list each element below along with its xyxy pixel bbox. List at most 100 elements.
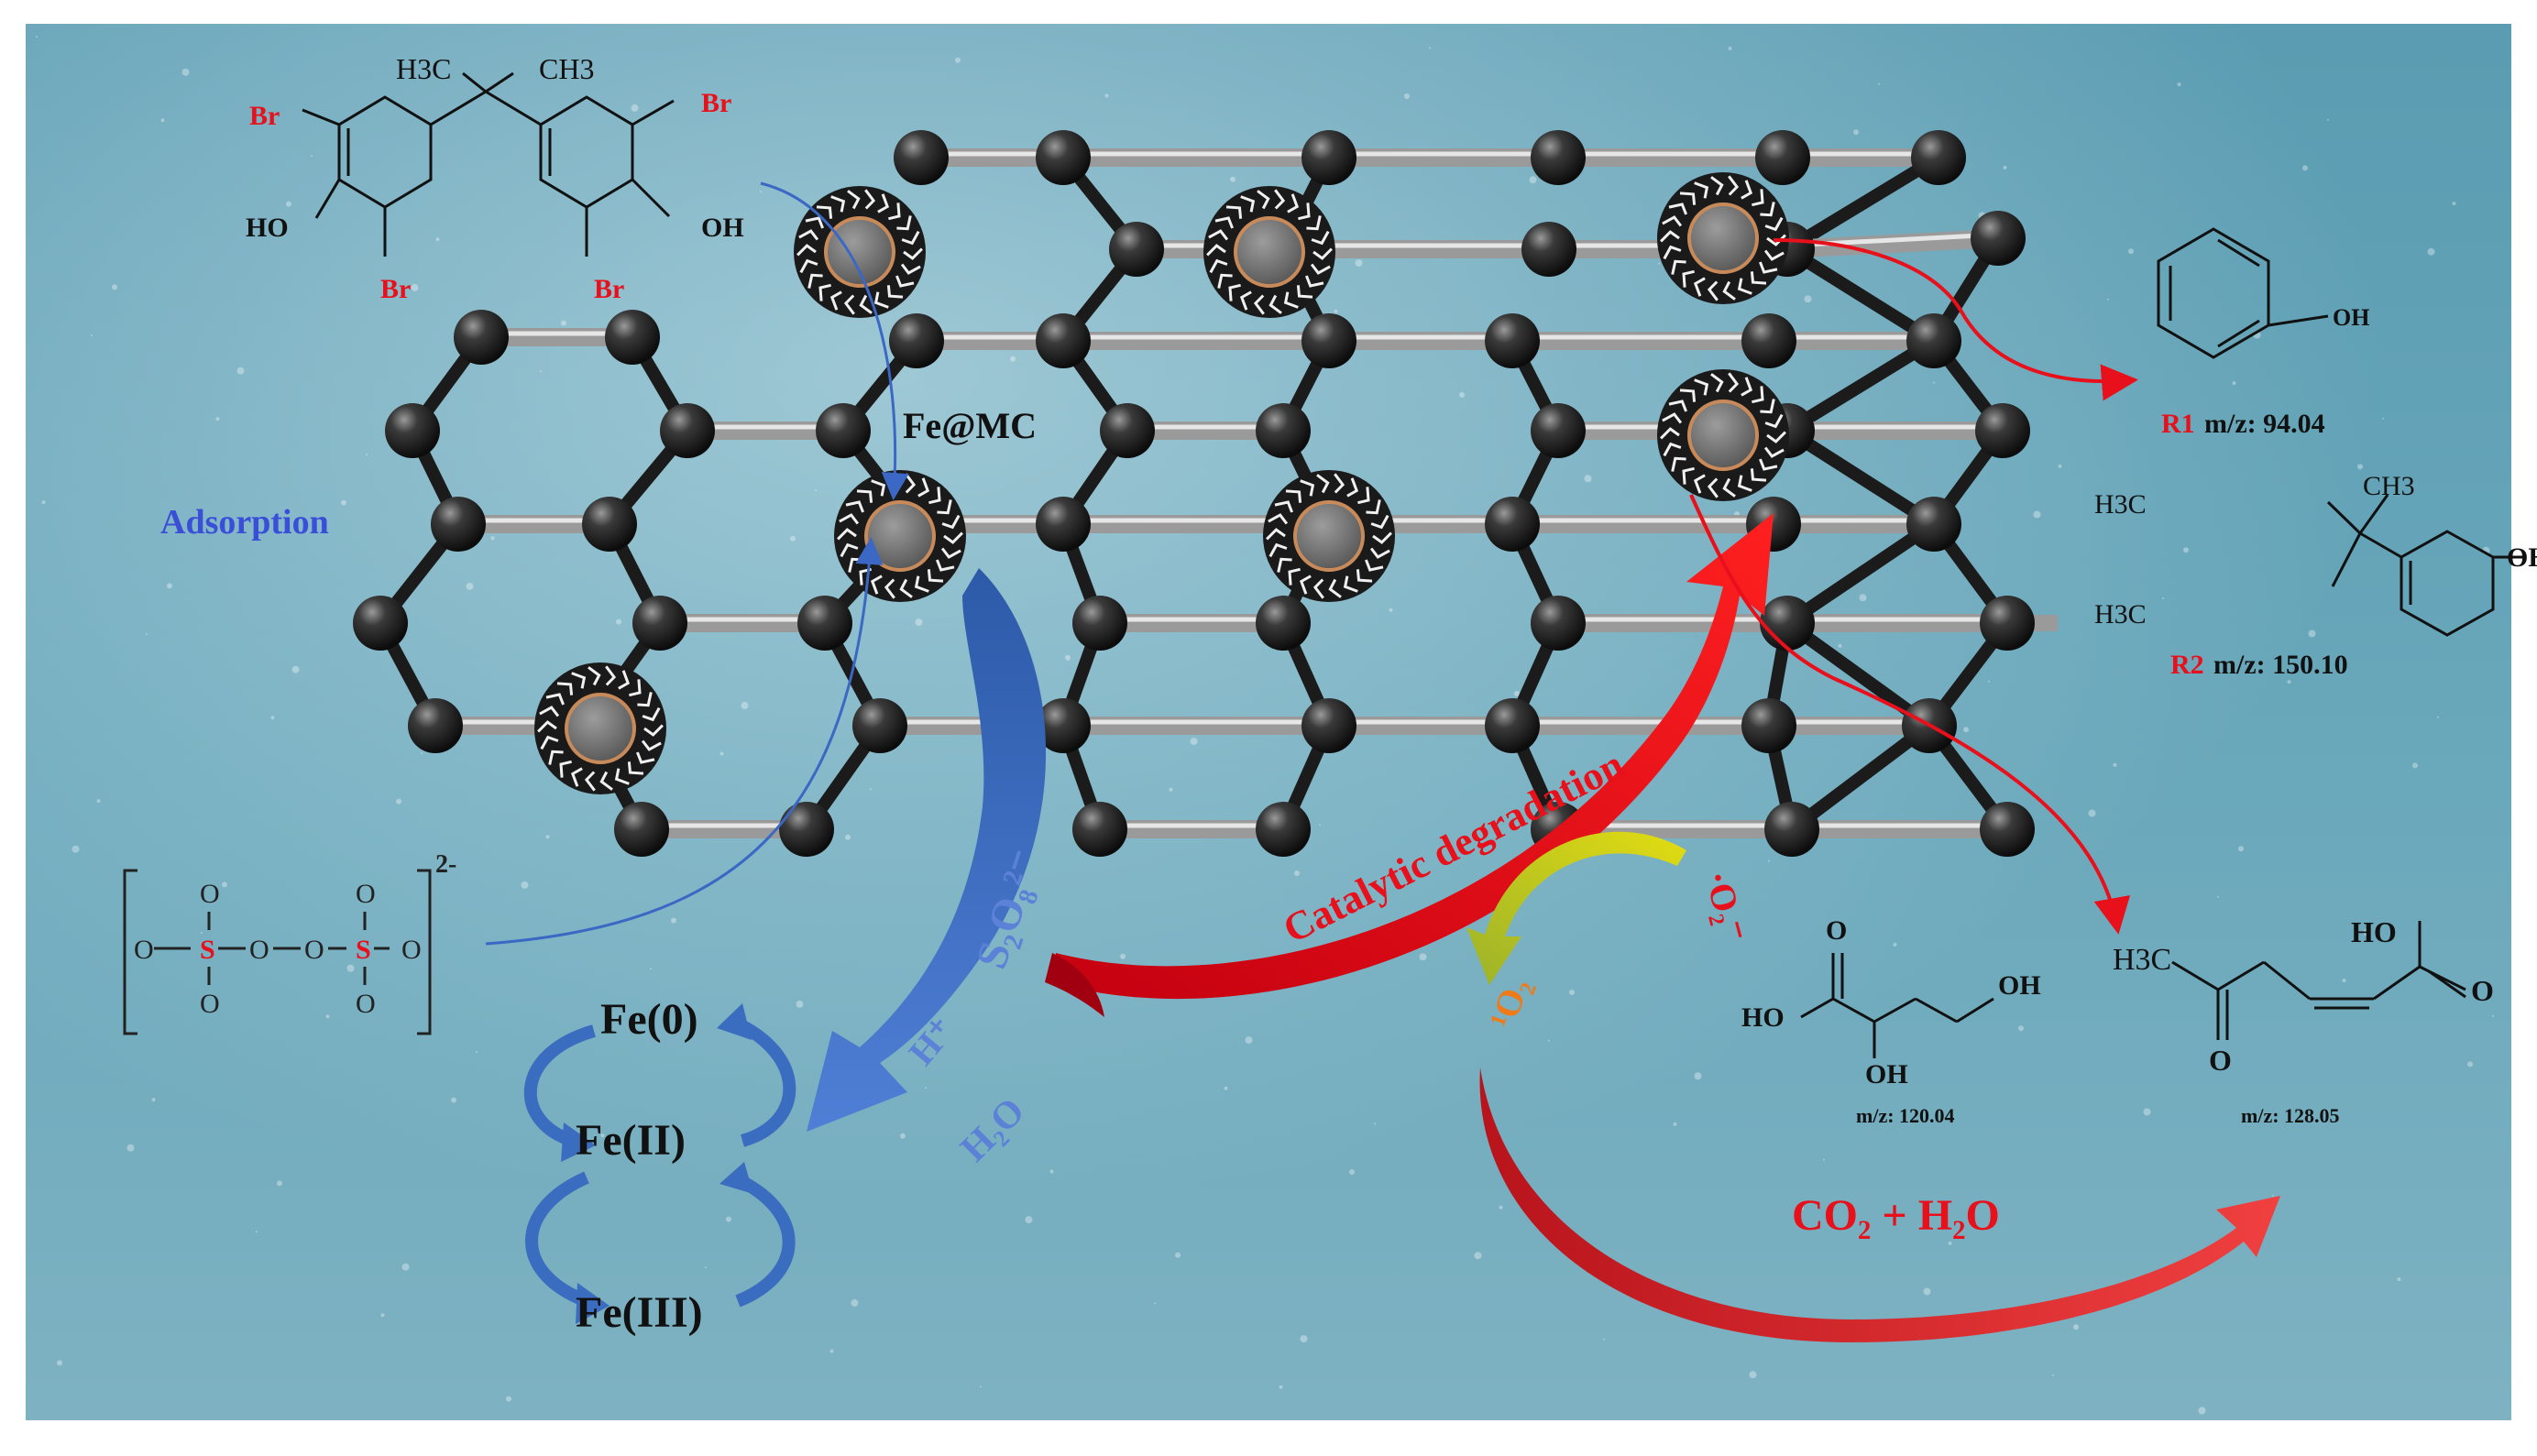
shell-texture bbox=[888, 203, 901, 221]
carbon-atom bbox=[408, 698, 463, 753]
shell-texture bbox=[1764, 413, 1784, 429]
bubble bbox=[1798, 1205, 1804, 1211]
shell-texture bbox=[637, 692, 653, 707]
shell-texture bbox=[1707, 280, 1719, 301]
shell-texture bbox=[873, 291, 889, 309]
bubble bbox=[160, 118, 165, 123]
shell-texture bbox=[1277, 557, 1292, 573]
shell-texture bbox=[1257, 190, 1270, 210]
bubble bbox=[215, 417, 220, 421]
p4-h3c: H3C bbox=[2113, 943, 2171, 977]
bubble bbox=[1355, 259, 1363, 268]
bubble bbox=[411, 283, 419, 291]
fe-nanoparticle bbox=[1657, 369, 1789, 501]
bubble bbox=[671, 917, 676, 924]
shell-texture bbox=[1366, 499, 1381, 515]
shell-texture bbox=[829, 290, 842, 311]
bubble bbox=[870, 788, 872, 791]
lattice-bond bbox=[1781, 151, 1945, 256]
shell-texture bbox=[636, 751, 655, 764]
shell-texture bbox=[1671, 259, 1686, 275]
bubble bbox=[1224, 1086, 1228, 1090]
bubble bbox=[1474, 1252, 1482, 1260]
shell-texture bbox=[1316, 474, 1330, 494]
bubble bbox=[2363, 928, 2371, 936]
bubble bbox=[2183, 547, 2189, 553]
carbon-atom bbox=[1072, 802, 1127, 857]
p3-oh-bottom: OH bbox=[1865, 1059, 1908, 1089]
carbon-atom bbox=[632, 596, 687, 651]
bubble bbox=[2088, 809, 2096, 817]
carbon-atom bbox=[1531, 130, 1586, 185]
shell-texture bbox=[559, 760, 572, 778]
bubble bbox=[1658, 262, 1660, 265]
shell-texture bbox=[1660, 427, 1680, 440]
shell-texture bbox=[1737, 475, 1752, 492]
shell-texture bbox=[1287, 193, 1300, 213]
bubble bbox=[311, 155, 313, 157]
bubble bbox=[380, 1313, 385, 1318]
bubble bbox=[1823, 1158, 1825, 1161]
bubble bbox=[421, 752, 423, 754]
p3-o: O bbox=[1826, 915, 1847, 946]
carbon-atom bbox=[1741, 313, 1796, 368]
bubble bbox=[561, 320, 566, 326]
shell-texture bbox=[1208, 229, 1229, 241]
shell-texture bbox=[1722, 477, 1736, 498]
lattice-bond bbox=[1778, 229, 2007, 258]
bubble bbox=[2232, 381, 2236, 386]
shell-texture bbox=[1214, 216, 1234, 229]
shell-texture bbox=[1356, 569, 1373, 583]
bubble bbox=[540, 370, 542, 373]
bubble bbox=[2107, 298, 2109, 301]
shell-texture bbox=[1722, 280, 1736, 301]
bubble bbox=[1694, 1072, 1702, 1080]
bubble bbox=[1569, 990, 1575, 995]
bubble bbox=[2217, 895, 2219, 898]
shell-texture bbox=[1760, 399, 1775, 414]
carbon-atom bbox=[1256, 802, 1311, 857]
shell-texture bbox=[937, 499, 952, 515]
carbon-atom bbox=[1485, 698, 1540, 753]
carbon-atom bbox=[1760, 596, 1815, 651]
bubble bbox=[1404, 93, 1410, 99]
shell-texture bbox=[1296, 285, 1313, 299]
bubble bbox=[2492, 1014, 2494, 1017]
bubble bbox=[829, 1349, 834, 1353]
carbon-atom bbox=[660, 403, 715, 458]
ps-o-7: O bbox=[356, 989, 376, 1019]
bubble bbox=[1499, 1205, 1503, 1210]
carbon-atom bbox=[1906, 313, 1961, 368]
ps-charge: 2- bbox=[435, 850, 456, 879]
co2-h2o-label: CO₂ + H₂O bbox=[1792, 1191, 2000, 1240]
carbon-atom bbox=[894, 130, 949, 185]
p3-oh-right: OH bbox=[1998, 970, 2041, 1001]
bubble bbox=[96, 799, 101, 804]
bubble bbox=[1374, 1122, 1376, 1125]
bubble bbox=[126, 1144, 135, 1152]
shell-texture bbox=[1750, 271, 1767, 285]
fe-core bbox=[1234, 216, 1305, 288]
bubble bbox=[476, 1051, 478, 1053]
bubble bbox=[451, 1097, 456, 1103]
shell-texture bbox=[1365, 559, 1384, 572]
bubble bbox=[1768, 859, 1770, 862]
shell-texture bbox=[1311, 230, 1330, 246]
shell-texture bbox=[1300, 479, 1315, 497]
shell-texture bbox=[537, 720, 557, 733]
bubble bbox=[1988, 680, 1990, 683]
shell-texture bbox=[1710, 373, 1724, 393]
bubble bbox=[650, 968, 652, 970]
fe-cycle-arrows bbox=[523, 1015, 796, 1308]
bubble bbox=[91, 334, 93, 336]
fe-cycle-arrowheads bbox=[561, 1003, 753, 1324]
tbbpa-h3c: H3C bbox=[396, 52, 451, 85]
shell-texture bbox=[1288, 567, 1301, 586]
bubble bbox=[2437, 716, 2439, 718]
bubble bbox=[506, 1396, 511, 1402]
bubble bbox=[286, 201, 291, 207]
shell-texture bbox=[1225, 205, 1243, 219]
shell-texture bbox=[1298, 203, 1311, 221]
shell-texture bbox=[571, 672, 587, 689]
shell-texture bbox=[1312, 578, 1324, 599]
